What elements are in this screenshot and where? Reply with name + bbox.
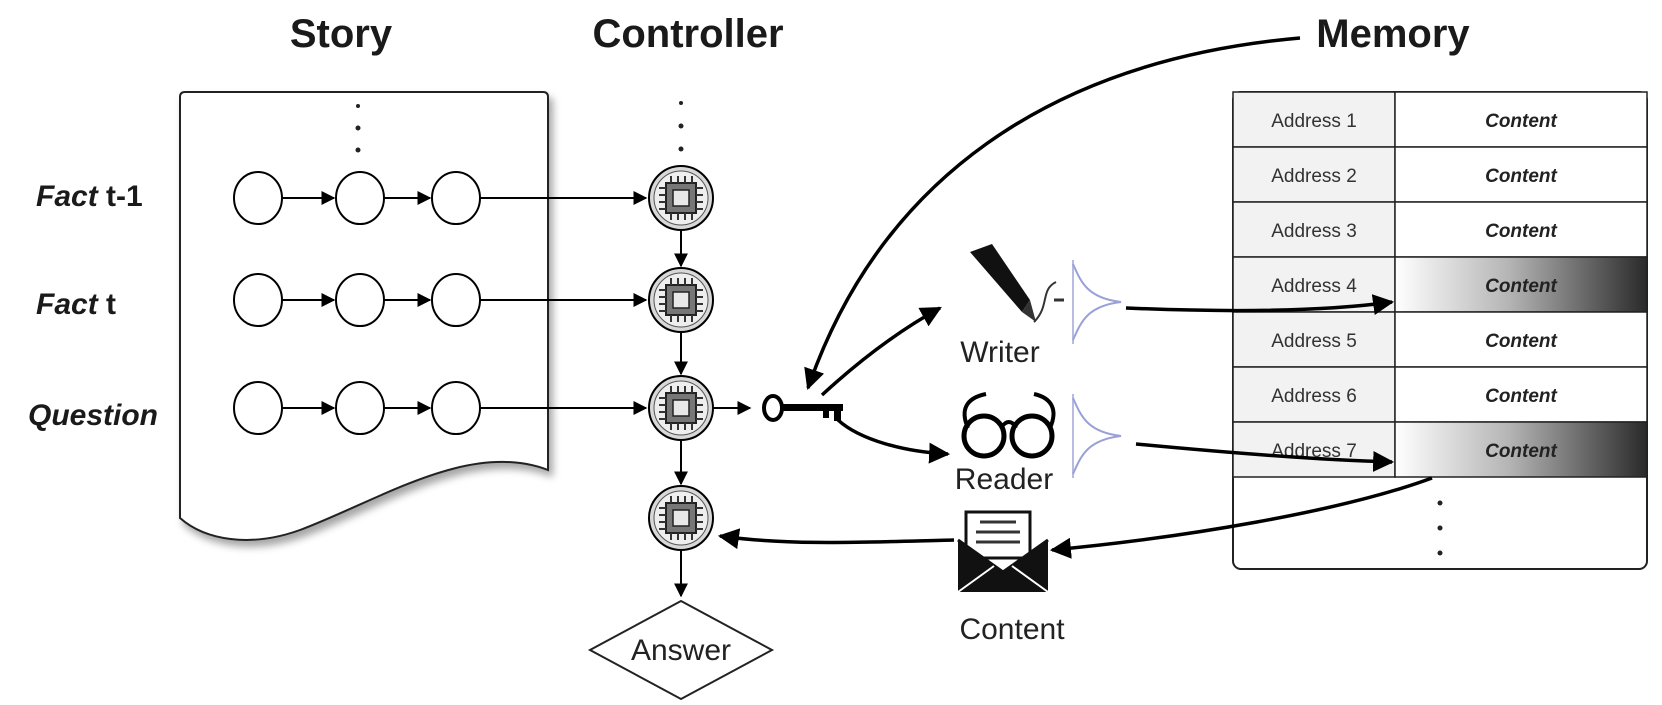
row-label-question: Question [28,399,158,432]
content-to-controller-arrow [717,528,955,550]
address-label: Address 4 [1271,276,1357,297]
content-value: Content [1485,331,1557,352]
answer-node: Answer [587,599,775,701]
memory-header: Memory [1316,12,1470,56]
fact-cur-word-nodes [233,273,648,327]
answer-label: Answer [631,634,731,667]
controller-ellipsis [678,101,684,152]
writer-label: Writer [960,336,1039,369]
address-cell [1232,146,1396,203]
key-icon [762,394,843,422]
memory-row: Address 5 Content [1232,311,1648,368]
memory-row: Address 1 Content [1232,91,1648,148]
question-word-nodes [233,381,648,435]
story-document [179,91,549,541]
content-value: Content [1485,441,1557,462]
memory-row: Address 4 Content [1232,256,1648,313]
content-value: Content [1485,386,1557,407]
address-label: Address 3 [1271,221,1357,242]
content-value: Content [1485,276,1557,297]
content-cell [1394,311,1648,368]
address-cell [1232,91,1396,148]
pen-icon [970,244,1064,323]
content-value: Content [1485,221,1557,242]
reader-label: Reader [955,463,1053,496]
content-value: Content [1485,111,1557,132]
address-label: Address 6 [1271,386,1357,407]
key-to-reader-arrow [836,418,951,464]
memory-to-content-arrow [1049,476,1433,559]
address-label: Address 2 [1271,166,1357,187]
controller-flow-arrows [674,231,752,598]
distribution-icon [1072,393,1122,479]
address-label: Address 5 [1271,331,1357,352]
row-label-fact-cur: Fact t [36,288,116,321]
key-to-writer-arrow [820,306,942,397]
memory-row: Address 3 Content [1232,201,1648,258]
content-cell [1394,146,1648,203]
content-cell [1394,91,1648,148]
memory-row: Address 2 Content [1232,146,1648,203]
chip-icon [648,375,714,441]
chip-icon [648,267,714,333]
envelope-icon [957,510,1049,593]
fact-prev-word-nodes [233,171,648,225]
content-label: Content [959,613,1065,646]
memory-row: Address 6 Content [1232,366,1648,423]
glasses-icon [961,392,1056,459]
content-cell [1394,201,1648,258]
content-value: Content [1485,166,1557,187]
address-cell [1232,366,1396,423]
memory-ellipsis [1437,500,1443,556]
chip-icon [648,485,714,551]
row-label-fact-prev: Fact t-1 [36,180,143,213]
content-cell [1394,421,1648,478]
memory-to-key-arrow [804,36,1301,390]
story-header: Story [290,12,393,56]
writer-to-address4-arrow [1125,294,1395,315]
controller-header: Controller [592,12,783,56]
address-cell [1232,201,1396,258]
reader-to-address7-arrow [1135,442,1395,472]
distribution-icon [1072,259,1122,345]
story-ellipsis [355,104,361,153]
content-cell [1394,366,1648,423]
address-label: Address 1 [1271,111,1357,132]
chip-icon [648,165,714,231]
